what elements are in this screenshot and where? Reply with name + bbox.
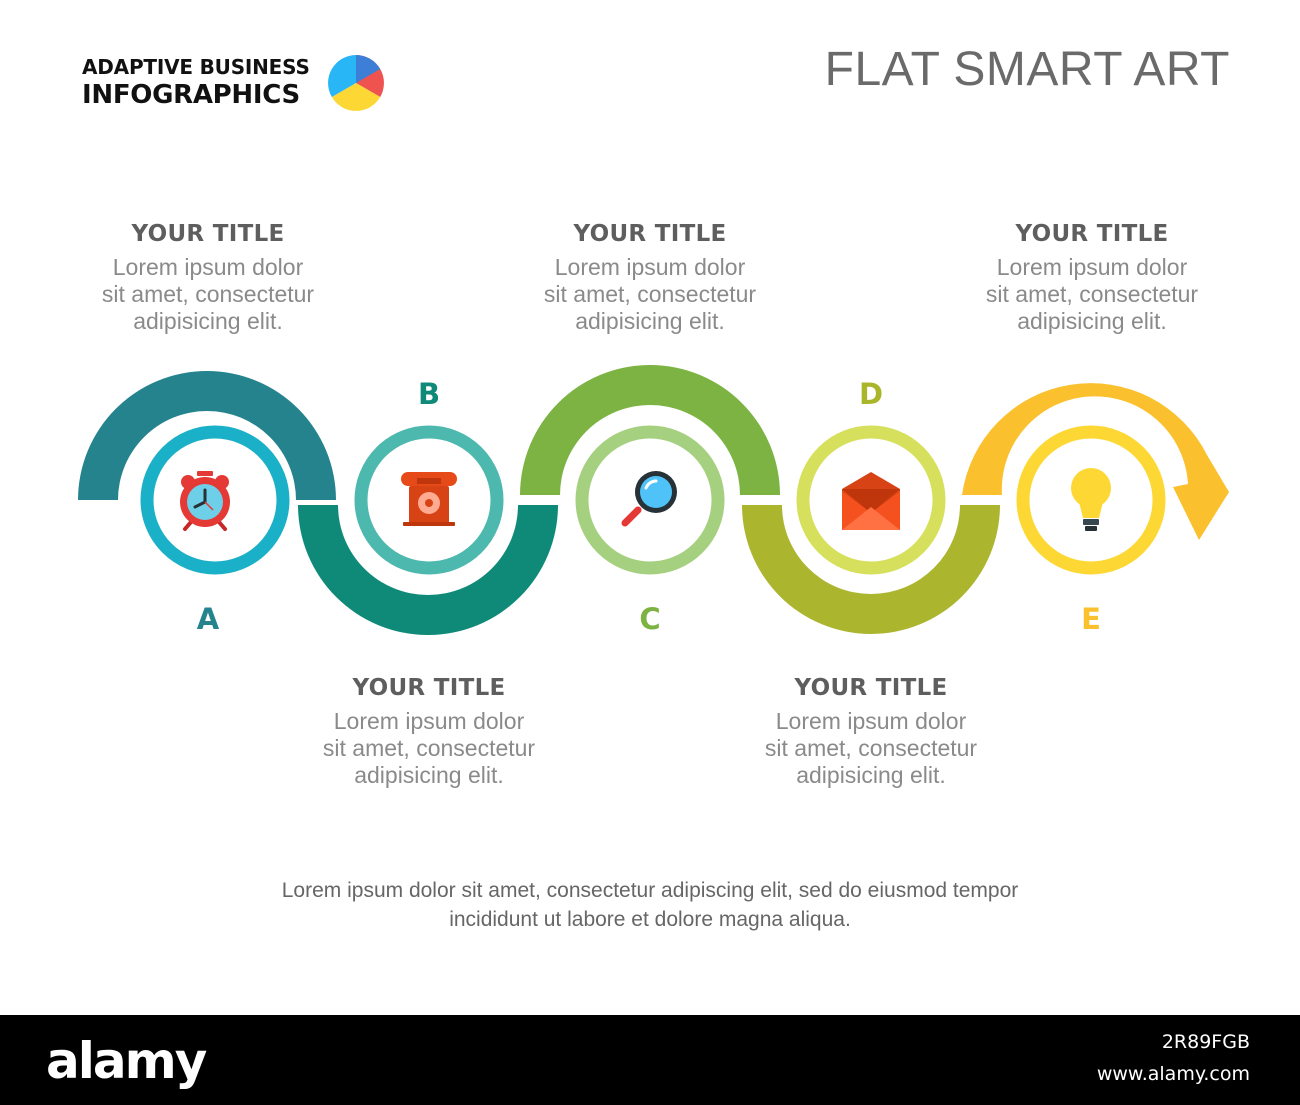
- step-a-text: YOUR TITLE Lorem ipsum dolor sit amet, c…: [68, 218, 348, 335]
- stock-watermark-bar: alamy 2R89FGB www.alamy.com: [0, 1015, 1300, 1105]
- step-e-desc-line: adipisicing elit.: [1017, 308, 1167, 334]
- step-b-title: YOUR TITLE: [352, 675, 506, 701]
- envelope-icon: [842, 472, 900, 530]
- step-b-desc-line: Lorem ipsum dolor: [333, 708, 525, 734]
- step-c-desc-line: sit amet, consectetur: [543, 281, 757, 307]
- step-b-band: [298, 505, 558, 635]
- step-a-desc-line: sit amet, consectetur: [101, 281, 315, 307]
- stock-logo: alamy: [46, 1032, 207, 1090]
- step-e-letter: E: [1081, 602, 1101, 636]
- step-d-desc-line: adipisicing elit.: [796, 762, 946, 788]
- step-a-desc-line: Lorem ipsum dolor: [112, 254, 304, 280]
- telephone-icon: [401, 472, 457, 526]
- step-a-letter: A: [197, 602, 220, 636]
- magnifier-icon: [621, 471, 677, 527]
- footer-text: Lorem ipsum dolor sit amet, consectetur …: [150, 876, 1150, 934]
- step-e-title: YOUR TITLE: [1015, 221, 1169, 247]
- step-d-text: YOUR TITLE Lorem ipsum dolor sit amet, c…: [731, 672, 1011, 789]
- step-c-band: [520, 365, 780, 495]
- stock-image-id: 2R89FGB: [1161, 1031, 1250, 1053]
- step-c-title: YOUR TITLE: [573, 221, 727, 247]
- wave-process-diagram: A B C D E: [78, 365, 1229, 636]
- step-c-letter: C: [639, 602, 660, 636]
- step-b-desc-line: sit amet, consectetur: [322, 735, 536, 761]
- light-bulb-icon: [1071, 468, 1111, 531]
- step-e-text: YOUR TITLE Lorem ipsum dolor sit amet, c…: [952, 218, 1232, 335]
- step-a-band: [78, 371, 336, 500]
- step-d-desc-line: sit amet, consectetur: [764, 735, 978, 761]
- step-b-text: YOUR TITLE Lorem ipsum dolor sit amet, c…: [289, 672, 569, 789]
- step-d-title: YOUR TITLE: [794, 675, 948, 701]
- step-a-desc-line: adipisicing elit.: [133, 308, 283, 334]
- footer-line-1: Lorem ipsum dolor sit amet, consectetur …: [281, 879, 1019, 902]
- brand-line-2: INFOGRAPHICS: [82, 80, 300, 110]
- step-d-letter: D: [859, 377, 883, 411]
- pie-logo-icon: [328, 55, 384, 111]
- brand-line-1: ADAPTIVE BUSINESS: [82, 55, 310, 79]
- step-d-desc-line: Lorem ipsum dolor: [775, 708, 967, 734]
- step-e-band: [962, 383, 1229, 540]
- step-c-desc-line: Lorem ipsum dolor: [554, 254, 746, 280]
- footer-line-2: incididunt ut labore et dolore magna ali…: [449, 908, 851, 931]
- brand-block: ADAPTIVE BUSINESS INFOGRAPHICS: [82, 54, 310, 110]
- alarm-clock-icon: [180, 471, 230, 531]
- stock-url: www.alamy.com: [1096, 1063, 1250, 1085]
- step-a-title: YOUR TITLE: [131, 221, 285, 247]
- page-title: FLAT SMART ART: [824, 43, 1230, 96]
- step-b-letter: B: [418, 377, 440, 411]
- step-c-desc-line: adipisicing elit.: [575, 308, 725, 334]
- step-c-text: YOUR TITLE Lorem ipsum dolor sit amet, c…: [510, 218, 790, 335]
- step-b-desc-line: adipisicing elit.: [354, 762, 504, 788]
- step-d-band: [742, 505, 1000, 634]
- step-e-desc-line: sit amet, consectetur: [985, 281, 1199, 307]
- step-e-desc-line: Lorem ipsum dolor: [996, 254, 1188, 280]
